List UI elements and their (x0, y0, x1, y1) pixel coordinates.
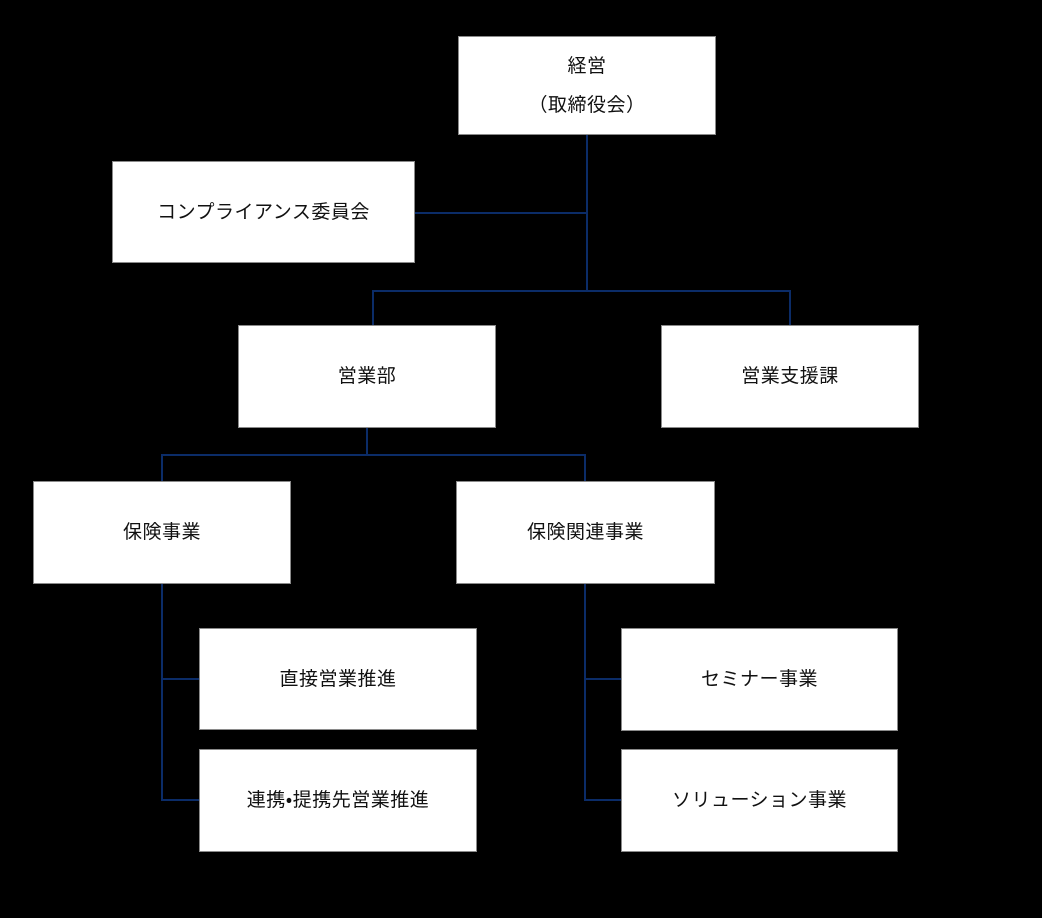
connector-management-to-compliance (415, 212, 587, 214)
connector-drop-to-insurance (161, 454, 163, 481)
org-node-label: 保険関連事業 (526, 522, 644, 543)
connector-drop-to-insurance-related (584, 454, 586, 481)
connector-insurance-related-trunk (584, 584, 586, 801)
connector-sales-dept-trunk (366, 428, 368, 455)
org-node-solution-business: ソリューション事業 (621, 749, 898, 852)
org-node-label: 連携・提携先営業推進 (246, 790, 430, 811)
org-node-direct-sales-promotion: 直接営業推進 (199, 628, 477, 730)
org-node-label: ソリューション事業 (671, 790, 848, 811)
org-node-label: セミナー事業 (700, 669, 818, 690)
connector-insurance-trunk (161, 584, 163, 801)
connector-stub-to-partner-sales (161, 799, 199, 801)
org-node-label: 営業部 (337, 366, 397, 387)
org-node-label: 営業支援課 (741, 366, 839, 387)
org-node-sales-support-section: 営業支援課 (661, 325, 919, 428)
org-node-label: 保険事業 (122, 522, 201, 543)
connector-management-trunk (586, 135, 588, 292)
org-node-insurance-related-business: 保険関連事業 (456, 481, 715, 584)
connector-management-children-rail (372, 290, 791, 292)
org-node-sales-department: 営業部 (238, 325, 496, 428)
org-node-partner-sales-promotion: 連携・提携先営業推進 (199, 749, 477, 852)
org-node-label: 直接営業推進 (279, 668, 397, 690)
org-node-insurance-business: 保険事業 (33, 481, 291, 584)
connector-drop-to-sales-dept (372, 290, 374, 325)
connector-drop-to-sales-support (789, 290, 791, 325)
org-node-management: 経営 （取締役会） (458, 36, 716, 135)
org-node-label: コンプライアンス委員会 (157, 201, 370, 223)
org-node-label: 経営 (567, 55, 607, 77)
org-node-label: （取締役会） (528, 94, 646, 116)
connector-sales-dept-children-rail (161, 454, 586, 456)
org-node-seminar-business: セミナー事業 (621, 628, 898, 731)
connector-stub-to-direct-sales (161, 678, 199, 680)
connector-stub-to-solution (584, 799, 621, 801)
connector-stub-to-seminar (584, 678, 621, 680)
org-node-compliance-committee: コンプライアンス委員会 (112, 161, 415, 263)
